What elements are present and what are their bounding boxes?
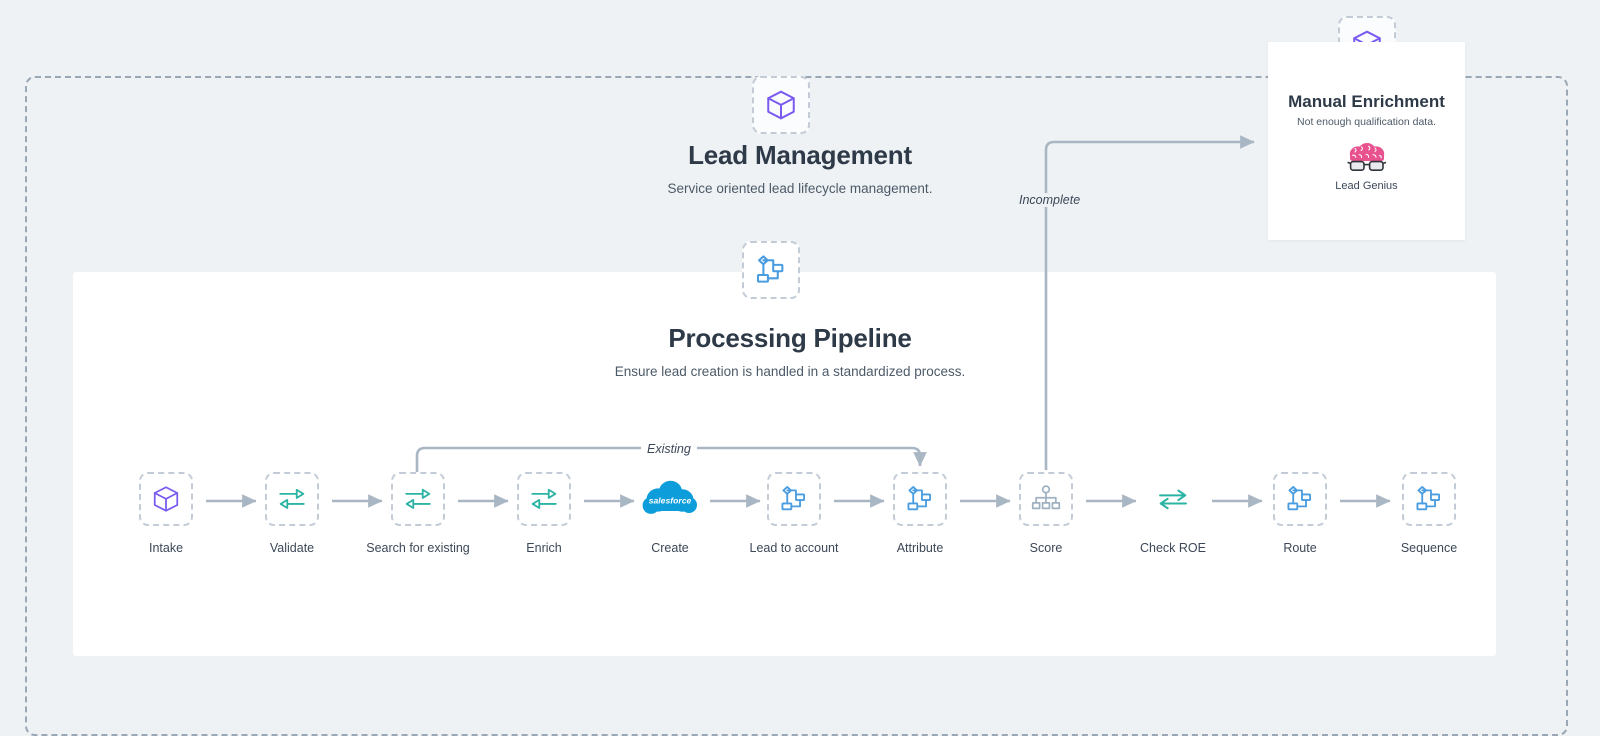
edge-label-existing: Existing — [641, 442, 697, 456]
swap-icon — [391, 472, 445, 526]
step-label: Create — [651, 541, 689, 555]
step-label: Validate — [269, 541, 315, 555]
workflow-icon — [742, 241, 800, 299]
swap-icon — [517, 472, 571, 526]
hierarchy-icon — [1019, 472, 1073, 526]
step-label: Check ROE — [1140, 541, 1206, 555]
salesforce-icon: salesforce — [642, 472, 697, 526]
step-attribute[interactable]: Attribute — [865, 472, 975, 557]
edge-label-incomplete: Incomplete — [1013, 193, 1087, 207]
step-sequence[interactable]: Sequence — [1374, 472, 1484, 557]
swap-icon — [265, 472, 319, 526]
step-create[interactable]: salesforce Create — [615, 472, 725, 557]
manual-enrichment-card[interactable]: Manual Enrichment Not enough qualificati… — [1268, 42, 1465, 240]
cube-icon — [752, 76, 810, 134]
manual-enrichment-subtitle: Not enough qualification data. — [1297, 116, 1436, 128]
step-label: Search for existing — [366, 541, 470, 555]
step-enrich[interactable]: Enrich — [489, 472, 599, 557]
swap-plain-icon — [1146, 472, 1200, 526]
lead-management-heading: Lead Management Service oriented lead li… — [0, 140, 1600, 196]
step-validate[interactable]: Validate — [237, 472, 347, 557]
step-label: Score — [1029, 541, 1063, 555]
workflow-icon — [1402, 472, 1456, 526]
pipeline-steps: Intake Validate Search for existing — [0, 472, 1600, 592]
brain-glasses-icon — [1346, 143, 1386, 172]
step-label: Attribute — [896, 541, 944, 555]
section-title: Processing Pipeline — [668, 323, 912, 353]
diagram-canvas: Lead Management Service oriented lead li… — [0, 16, 1600, 736]
step-label: Lead to account — [749, 541, 839, 555]
page-title: Lead Management — [688, 140, 912, 170]
section-subtitle: Ensure lead creation is handled in a sta… — [614, 364, 966, 379]
step-label: Sequence — [1400, 541, 1458, 555]
workflow-icon — [893, 472, 947, 526]
step-search-for-existing[interactable]: Search for existing — [363, 472, 473, 557]
step-label: Route — [1283, 541, 1317, 555]
step-label: Intake — [148, 541, 184, 555]
step-score[interactable]: Score — [991, 472, 1101, 557]
step-check-roe[interactable]: Check ROE — [1118, 472, 1228, 557]
manual-enrichment-title: Manual Enrichment — [1288, 92, 1445, 111]
workflow-icon — [1273, 472, 1327, 526]
cube-icon — [139, 472, 193, 526]
step-intake[interactable]: Intake — [111, 472, 221, 557]
workflow-icon — [767, 472, 821, 526]
processing-pipeline-heading: Processing Pipeline Ensure lead creation… — [0, 323, 1590, 379]
page-subtitle: Service oriented lead lifecycle manageme… — [667, 181, 933, 196]
step-route[interactable]: Route — [1245, 472, 1355, 557]
vendor-name: Lead Genius — [1335, 180, 1398, 192]
step-label: Enrich — [526, 541, 562, 555]
step-lead-to-account[interactable]: Lead to account — [739, 472, 849, 557]
vendor-block: Lead Genius — [1268, 142, 1465, 192]
svg-text:salesforce: salesforce — [649, 496, 692, 506]
